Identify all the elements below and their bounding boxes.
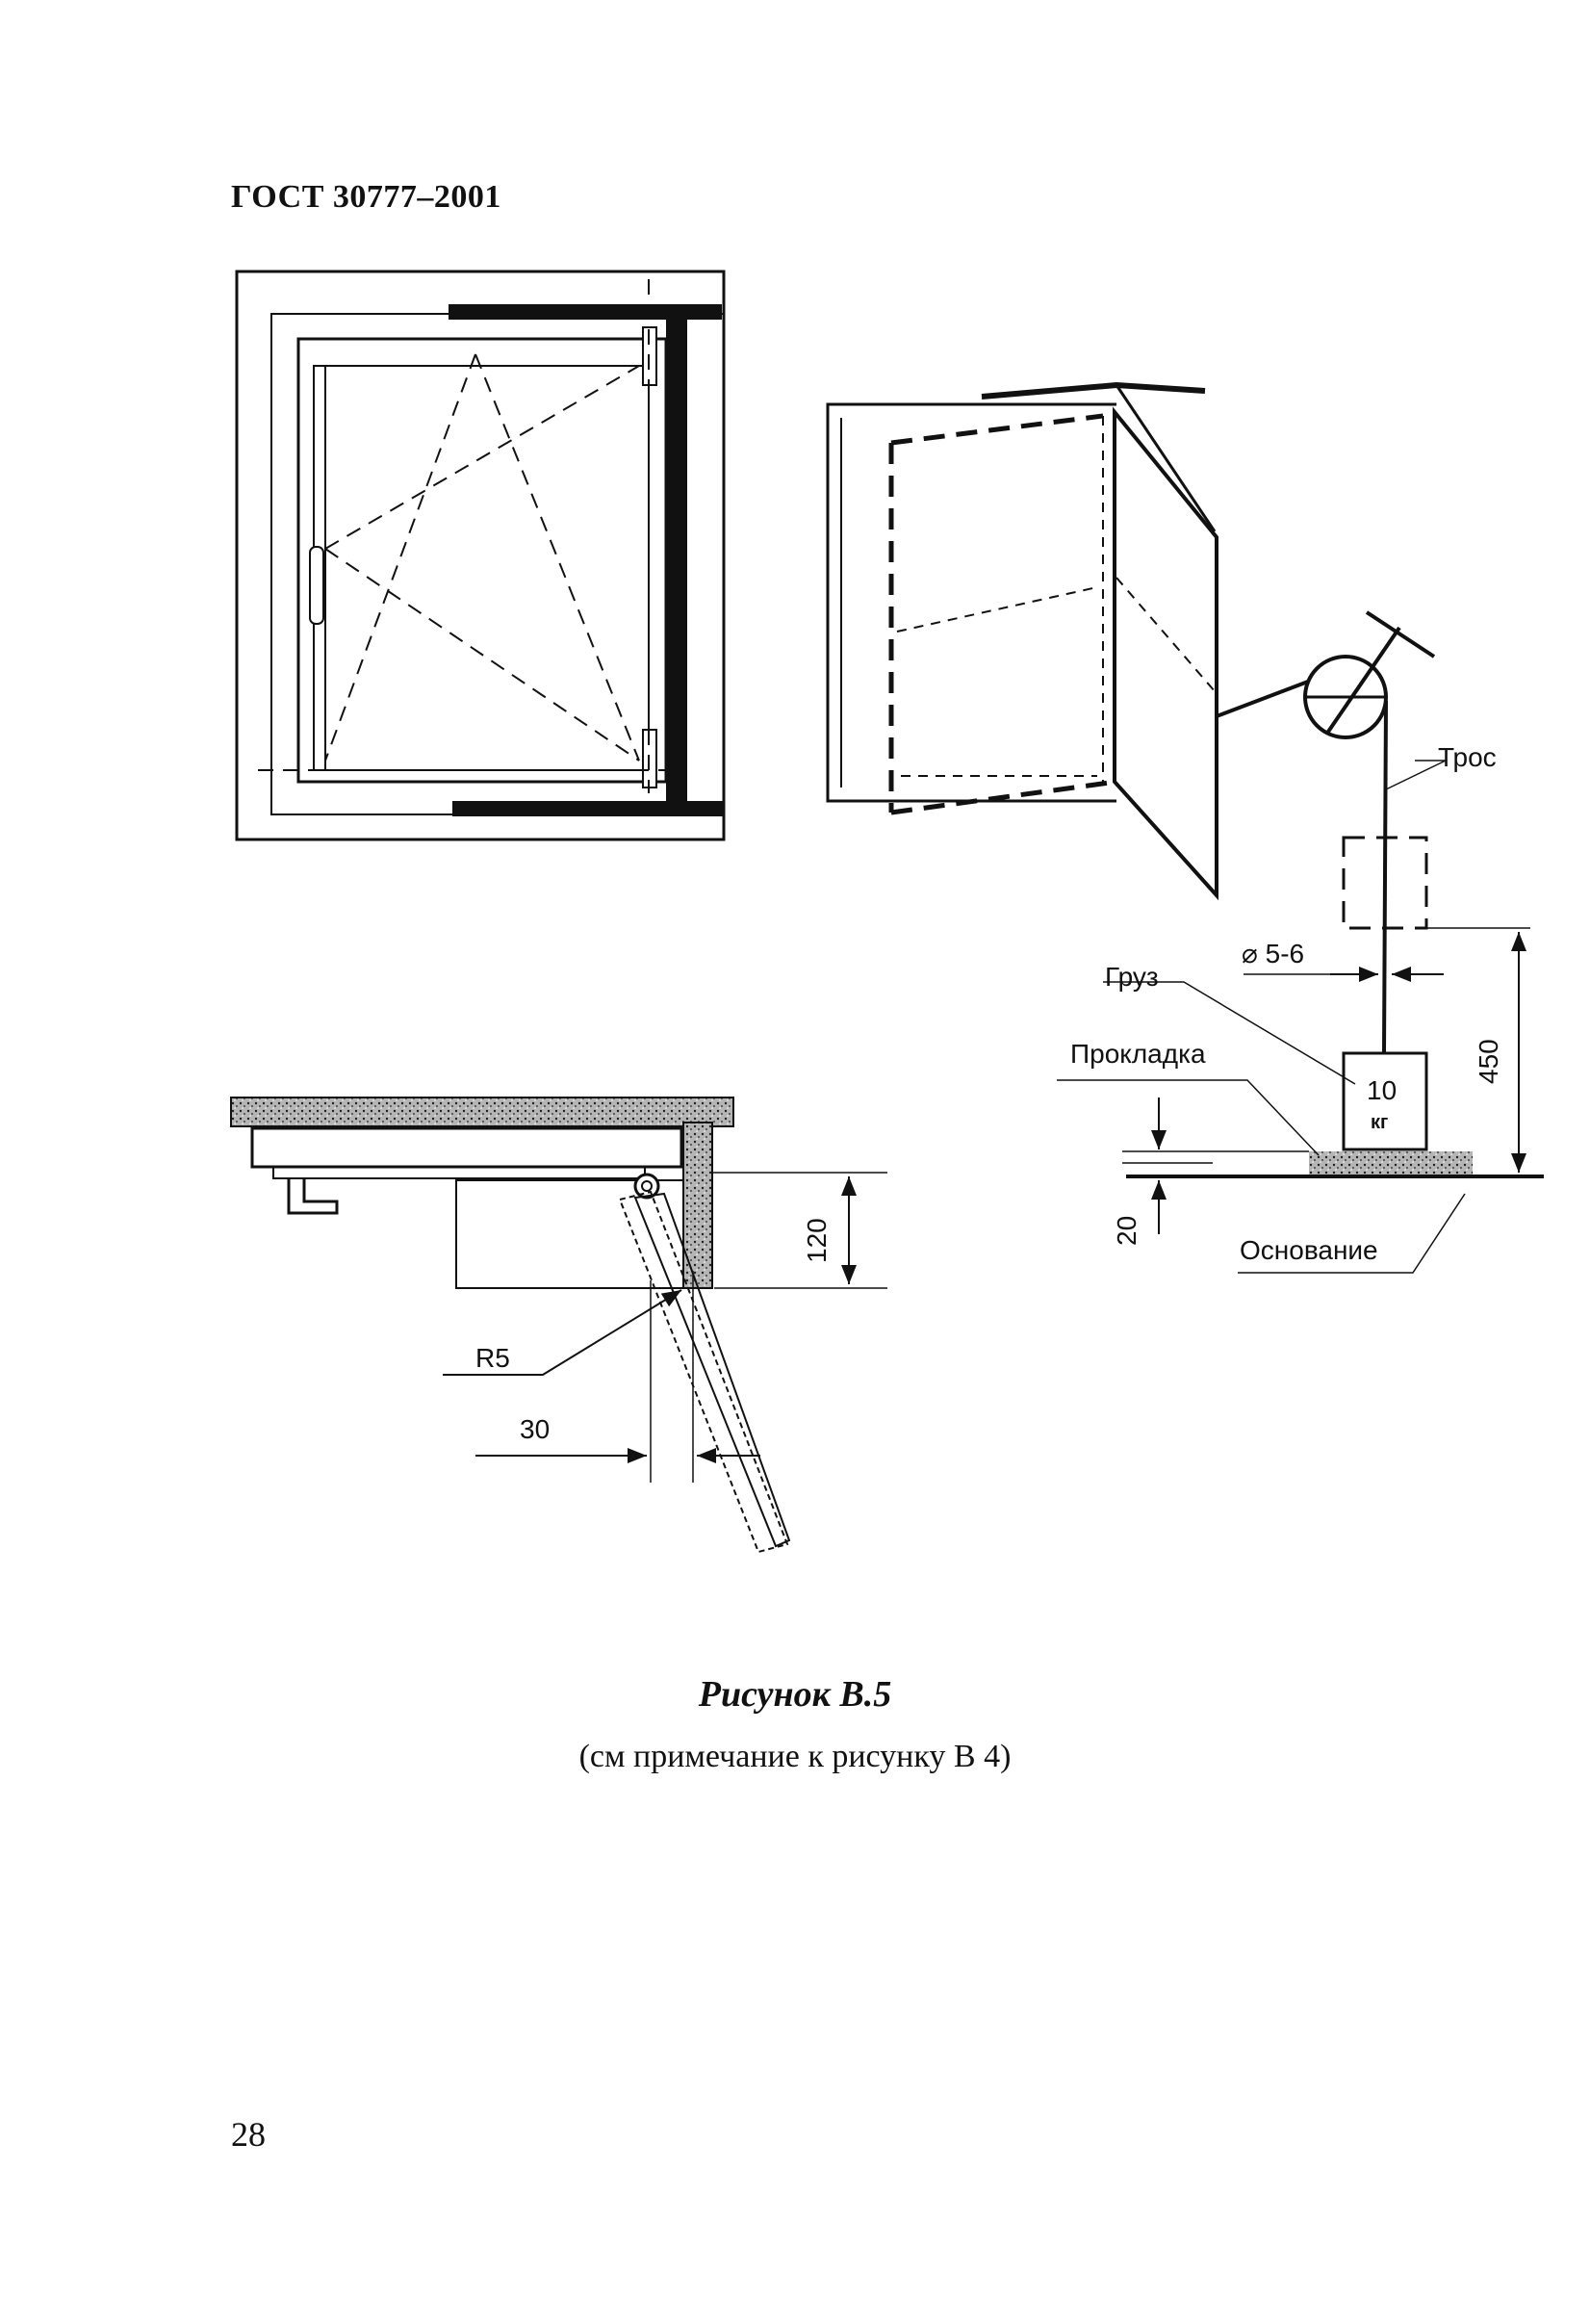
dimension-30: 30 — [520, 1414, 550, 1444]
label-weight-value: 10 — [1367, 1075, 1397, 1105]
label-diameter: ⌀ 5-6 — [1242, 939, 1304, 968]
window-front-view — [235, 270, 726, 841]
label-base: Основание — [1240, 1235, 1378, 1265]
dimension-120: 120 — [802, 1218, 832, 1263]
standard-header: ГОСТ 30777–2001 — [231, 179, 501, 215]
dimension-450: 450 — [1474, 1039, 1503, 1084]
label-weight-unit: кг — [1371, 1112, 1388, 1133]
page-number: 28 — [231, 2115, 266, 2154]
label-cable: Трос — [1438, 742, 1497, 772]
dimension-20: 20 — [1112, 1216, 1141, 1246]
window-open-test-setup — [826, 381, 1544, 1274]
figure-title: Рисунок В.5 — [698, 1674, 892, 1715]
label-radius: R5 — [475, 1343, 510, 1373]
window-section-view — [230, 1097, 887, 1554]
label-pad: Прокладка — [1070, 1039, 1206, 1069]
label-load: Груз — [1105, 962, 1159, 992]
figure-subtitle: (см примечание к рисунку В 4) — [578, 1739, 1012, 1774]
